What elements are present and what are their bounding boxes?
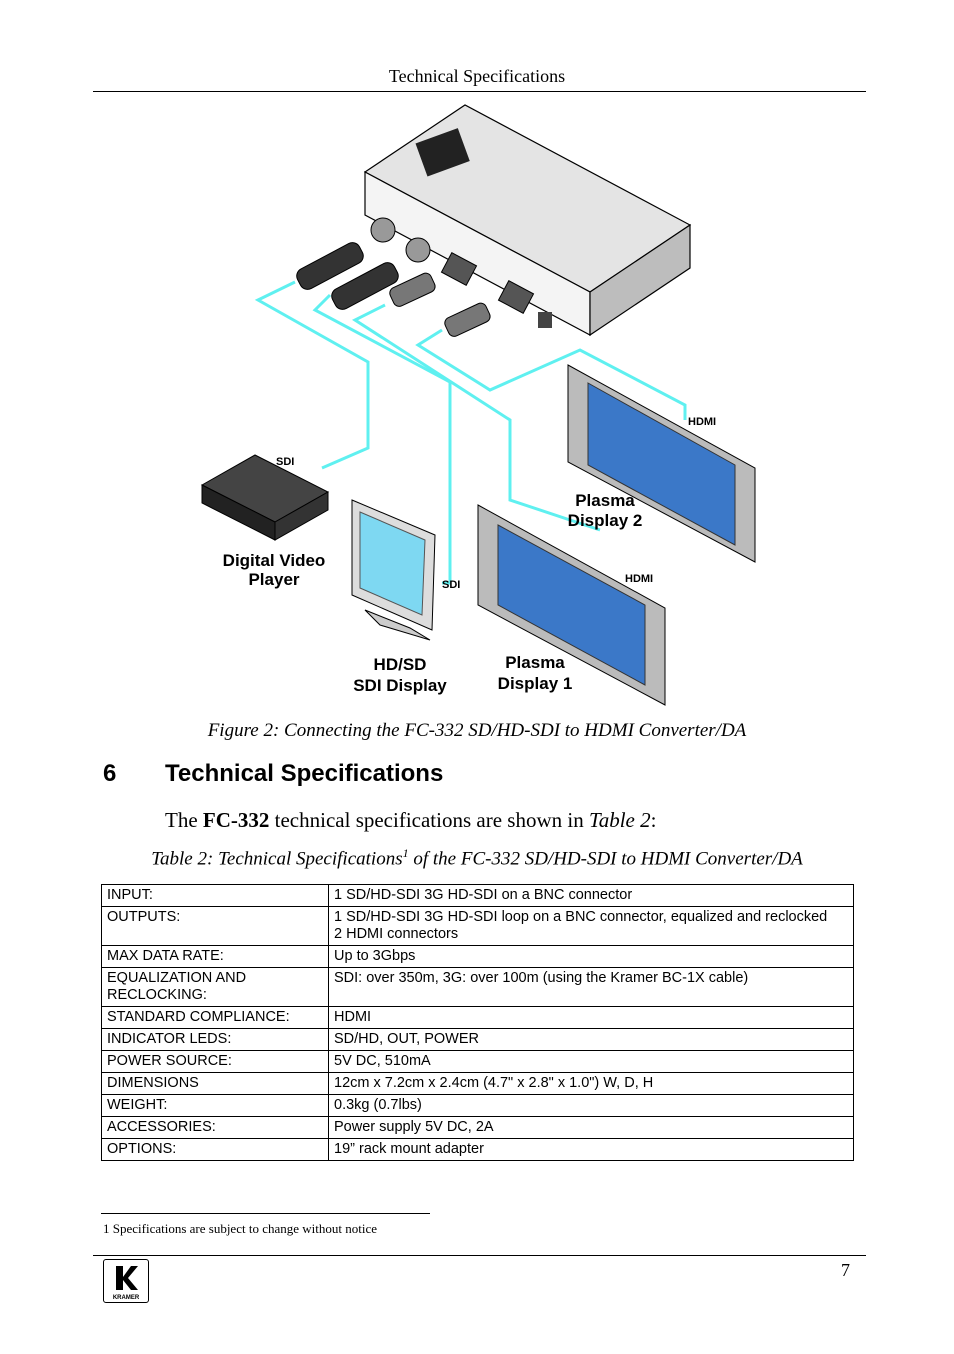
kramer-logo: KRAMER xyxy=(103,1259,149,1303)
spec-key: WEIGHT: xyxy=(101,1094,329,1117)
footnote-ref: 1 xyxy=(402,846,409,860)
section-title: Technical Specifications xyxy=(165,760,444,787)
table-row: INPUT:1 SD/HD-SDI 3G HD-SDI on a BNC con… xyxy=(101,884,854,907)
intro-pre: The xyxy=(165,808,203,832)
connection-diagram: SDI SDI HDMI HDMI Digital Video Player H… xyxy=(200,104,756,706)
spec-value: 19” rack mount adapter xyxy=(328,1138,854,1161)
spec-key: INPUT: xyxy=(101,884,329,907)
spec-value-line: 1 SD/HD-SDI 3G HD-SDI loop on a BNC conn… xyxy=(334,909,828,925)
table-row: POWER SOURCE:5V DC, 510mA xyxy=(101,1050,854,1073)
logo-text: KRAMER xyxy=(112,1295,140,1301)
intro-mid: technical specifications are shown in xyxy=(269,808,589,832)
spec-value: 1 SD/HD-SDI 3G HD-SDI loop on a BNC conn… xyxy=(328,906,854,946)
header-rule xyxy=(93,91,866,92)
plasma-display-1 xyxy=(477,504,666,706)
table-row: WEIGHT:0.3kg (0.7lbs) xyxy=(101,1094,854,1117)
spec-key: INDICATOR LEDS: xyxy=(101,1028,329,1051)
table-row: ACCESSORIES:Power supply 5V DC, 2A xyxy=(101,1116,854,1139)
table-caption-post: of the FC-332 SD/HD-SDI to HDMI Converte… xyxy=(408,848,803,870)
spec-value: SDI: over 350m, 3G: over 100m (using the… xyxy=(328,967,854,1007)
spec-value: 1 SD/HD-SDI 3G HD-SDI on a BNC connector xyxy=(328,884,854,907)
dvd-player xyxy=(200,454,330,541)
spec-value: 12cm x 7.2cm x 2.4cm (4.7" x 2.8" x 1.0"… xyxy=(328,1072,854,1095)
label-sdi-display-1: HD/SD xyxy=(374,655,427,674)
spec-value: Power supply 5V DC, 2A xyxy=(328,1116,854,1139)
label-player-2: Player xyxy=(248,570,299,589)
spec-key: MAX DATA RATE: xyxy=(101,945,329,968)
spec-value: HDMI xyxy=(328,1006,854,1029)
page-number: 7 xyxy=(841,1260,850,1280)
spec-value: 0.3kg (0.7lbs) xyxy=(328,1094,854,1117)
label-hdmi-2: HDMI xyxy=(688,416,716,428)
label-player-1: Digital Video xyxy=(223,551,326,570)
intro-table-ref: Table 2 xyxy=(588,808,651,832)
spec-key: POWER SOURCE: xyxy=(101,1050,329,1073)
running-header: Technical Specifications xyxy=(388,66,566,86)
spec-value: 5V DC, 510mA xyxy=(328,1050,854,1073)
table-row: OPTIONS:19” rack mount adapter xyxy=(101,1138,854,1161)
table-row: OUTPUTS: 1 SD/HD-SDI 3G HD-SDI loop on a … xyxy=(101,906,854,946)
figure-caption: Figure 2: Connecting the FC-332 SD/HD-SD… xyxy=(207,720,747,741)
spec-value-line: 2 HDMI connectors xyxy=(334,926,459,942)
spec-key: STANDARD COMPLIANCE: xyxy=(101,1006,329,1029)
section-heading: 6 Technical Specifications xyxy=(103,760,443,788)
table-caption: Table 2: Technical Specifications1 of th… xyxy=(0,846,954,870)
converter-device xyxy=(363,104,692,337)
spec-value: Up to 3Gbps xyxy=(328,945,854,968)
label-sdi-display-2: SDI Display xyxy=(353,676,447,695)
specs-table: INPUT:1 SD/HD-SDI 3G HD-SDI on a BNC con… xyxy=(101,884,854,1161)
spec-key: OUTPUTS: xyxy=(101,906,329,946)
table-row: INDICATOR LEDS:SD/HD, OUT, POWER xyxy=(101,1028,854,1051)
label-plasma2-1: Plasma xyxy=(575,491,635,510)
label-sdi-top: SDI xyxy=(276,456,294,468)
label-plasma2-2: Display 2 xyxy=(568,511,643,530)
label-plasma1-2: Display 1 xyxy=(498,674,573,693)
k-icon xyxy=(111,1264,141,1290)
label-sdi-mid: SDI xyxy=(442,579,460,591)
table-row: STANDARD COMPLIANCE:HDMI xyxy=(101,1006,854,1029)
intro-post: : xyxy=(650,808,657,832)
intro-paragraph: The FC-332 technical specifications are … xyxy=(165,808,656,833)
spec-key: ACCESSORIES: xyxy=(101,1116,329,1139)
table-row: MAX DATA RATE:Up to 3Gbps xyxy=(101,945,854,968)
footnote: 1 Specifications are subject to change w… xyxy=(103,1221,377,1236)
spec-value: SD/HD, OUT, POWER xyxy=(328,1028,854,1051)
spec-key: OPTIONS: xyxy=(101,1138,329,1161)
cables xyxy=(254,280,687,585)
spec-key: DIMENSIONS xyxy=(101,1072,329,1095)
footer-rule xyxy=(93,1255,866,1256)
spec-key-line: RECLOCKING: xyxy=(107,987,207,1003)
sdi-display xyxy=(351,499,436,641)
footnote-rule xyxy=(101,1213,430,1214)
label-hdmi-1: HDMI xyxy=(625,573,653,585)
connectors xyxy=(296,242,491,337)
label-plasma1-1: Plasma xyxy=(505,653,565,672)
section-number: 6 xyxy=(103,760,117,787)
spec-key-line: EQUALIZATION AND xyxy=(107,970,247,986)
table-caption-pre: Table 2: Technical Specifications xyxy=(151,848,403,870)
plasma-display-2 xyxy=(567,364,756,563)
intro-model: FC-332 xyxy=(202,808,270,832)
